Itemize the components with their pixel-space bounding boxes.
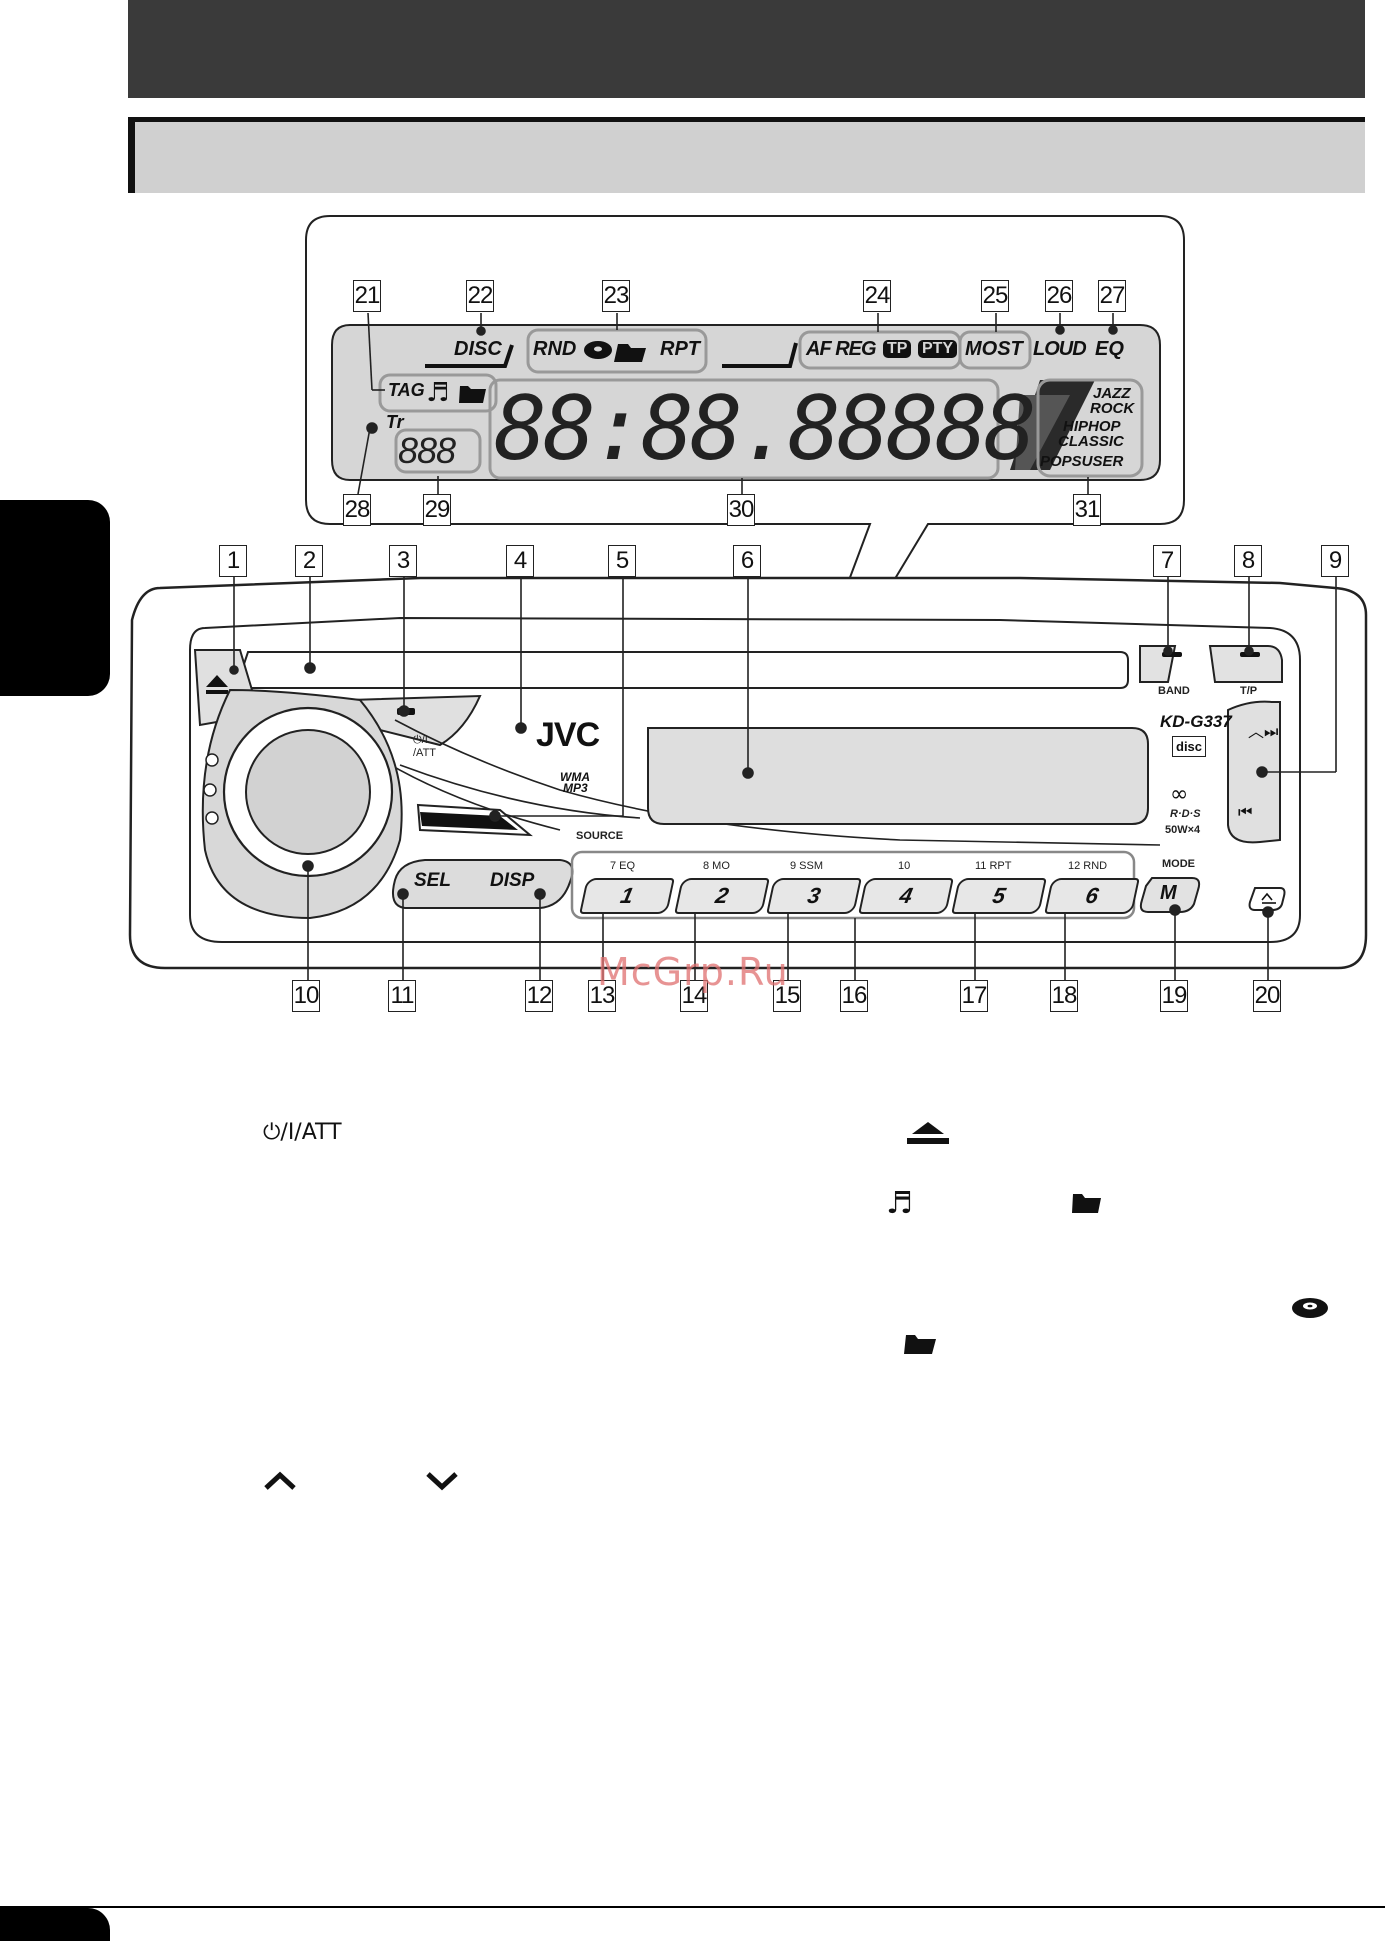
section-title-bar (128, 117, 1365, 193)
most-indicator: MOST (965, 338, 1023, 360)
power-rating-label: 50W×4 (1165, 824, 1201, 836)
loud-indicator: LOUD (1033, 338, 1087, 360)
eq-popsuser: POPSUSER (1040, 453, 1124, 470)
eq-classic: CLASSIC (1058, 433, 1124, 450)
preset-button-6[interactable]: 6 (1044, 878, 1140, 914)
preset-button-2[interactable]: 2 (674, 878, 770, 914)
preset-button-3[interactable]: 3 (766, 878, 862, 914)
callout-22: 22 (466, 280, 494, 312)
callout-31: 31 (1073, 494, 1101, 526)
footer-rule (0, 1906, 1385, 1908)
callout-19: 19 (1160, 980, 1188, 1012)
callout-28: 28 (343, 494, 371, 526)
eject-icon (907, 1122, 949, 1144)
source-label: SOURCE (576, 830, 624, 842)
preset-3-top-label: 9 SSM (790, 860, 824, 872)
sel-button[interactable]: SEL (414, 870, 451, 891)
eq-jazz: JAZZ (1093, 385, 1131, 402)
wma-logo: WMA (560, 770, 590, 784)
callout-24: 24 (863, 280, 891, 312)
folder-text-icon-2 (904, 1335, 936, 1354)
preset-4-top-label: 10 (898, 860, 911, 872)
preset-button-4[interactable]: 4 (858, 878, 954, 914)
pty-indicator: PTY (918, 340, 958, 358)
callout-6: 6 (733, 545, 761, 577)
callout-1: 1 (219, 545, 247, 577)
tp-label: T/P (1240, 685, 1258, 697)
callout-10: 10 (292, 980, 320, 1012)
header-bar (128, 0, 1365, 98)
callout-20: 20 (1253, 980, 1281, 1012)
rpt-indicator: RPT (660, 338, 700, 360)
main-segment-digits: 88:88.88888 (494, 377, 1037, 480)
preset-1-top-label: 7 EQ (610, 860, 636, 872)
music-note-text-icon: ♬ (886, 1186, 913, 1221)
eq-rock: ROCK (1090, 400, 1135, 417)
eq-hiphop: HIPHOP (1063, 418, 1121, 435)
af-reg-indicator: AF REG (806, 338, 877, 360)
tr-indicator: Tr (386, 412, 404, 432)
model-label: KD-G337 (1160, 712, 1232, 731)
callout-21: 21 (353, 280, 381, 312)
track-number-digits: 888 (398, 430, 456, 471)
rnd-indicator: RND (533, 338, 577, 360)
callout-27: 27 (1098, 280, 1126, 312)
disp-button[interactable]: DISP (490, 870, 535, 891)
callout-17: 17 (960, 980, 988, 1012)
callout-26: 26 (1045, 280, 1073, 312)
callout-23: 23 (602, 280, 630, 312)
callout-8: 8 (1234, 545, 1262, 577)
music-note-icon: ♬ (426, 378, 450, 408)
callout-2: 2 (295, 545, 323, 577)
rds-icon: ∞ (1170, 782, 1189, 807)
skip-down-icon[interactable]: ⏮ (1238, 802, 1253, 821)
power-att-text-symbol: ⏻/I/ATT (263, 1120, 342, 1145)
jvc-logo: JVC (536, 716, 600, 754)
disc-text-icon (1292, 1298, 1328, 1318)
callout-11: 11 (388, 980, 416, 1012)
tp-indicator: TP (883, 340, 912, 358)
callout-5: 5 (608, 545, 636, 577)
up-arrow-icon (264, 1471, 296, 1490)
tag-indicator: TAG (388, 380, 425, 400)
watermark: McGrp.Ru (597, 950, 789, 994)
compact-disc-logo: disc (1172, 736, 1207, 757)
callout-12: 12 (525, 980, 553, 1012)
rds-label: R·D·S (1170, 808, 1201, 820)
mode-label: MODE (1162, 858, 1195, 870)
callout-3: 3 (389, 545, 417, 577)
folder-icon (459, 386, 486, 403)
m-button[interactable]: M (1160, 882, 1177, 904)
band-label: BAND (1158, 685, 1190, 697)
page-number-tab (0, 1908, 110, 1941)
disc-folder-icon (584, 341, 646, 362)
power-att-label: ⏻/I /ATT (413, 734, 437, 759)
callout-25: 25 (981, 280, 1009, 312)
callout-14: 14 (680, 980, 708, 1012)
callout-7: 7 (1153, 545, 1181, 577)
skip-up-icon[interactable]: ︿⏭ (1248, 722, 1279, 741)
callout-9: 9 (1321, 545, 1349, 577)
preset-2-top-label: 8 MO (703, 860, 730, 872)
preset-button-1[interactable]: 1 (579, 878, 675, 914)
preset-5-top-label: 11 RPT (975, 860, 1012, 872)
callout-30: 30 (727, 494, 755, 526)
eq-indicator: EQ (1095, 338, 1124, 360)
callout-13: 13 (588, 980, 616, 1012)
language-tab (0, 500, 110, 696)
disc-indicator: DISC (454, 338, 502, 360)
down-arrow-icon (426, 1472, 458, 1491)
mp3-logo: MP3 (563, 781, 588, 795)
folder-text-icon (1072, 1194, 1101, 1213)
callout-15: 15 (773, 980, 801, 1012)
callout-16: 16 (840, 980, 868, 1012)
callout-29: 29 (423, 494, 451, 526)
preset-button-5[interactable]: 5 (951, 878, 1047, 914)
preset-6-top-label: 12 RND (1068, 860, 1108, 872)
callout-4: 4 (506, 545, 534, 577)
callout-18: 18 (1050, 980, 1078, 1012)
